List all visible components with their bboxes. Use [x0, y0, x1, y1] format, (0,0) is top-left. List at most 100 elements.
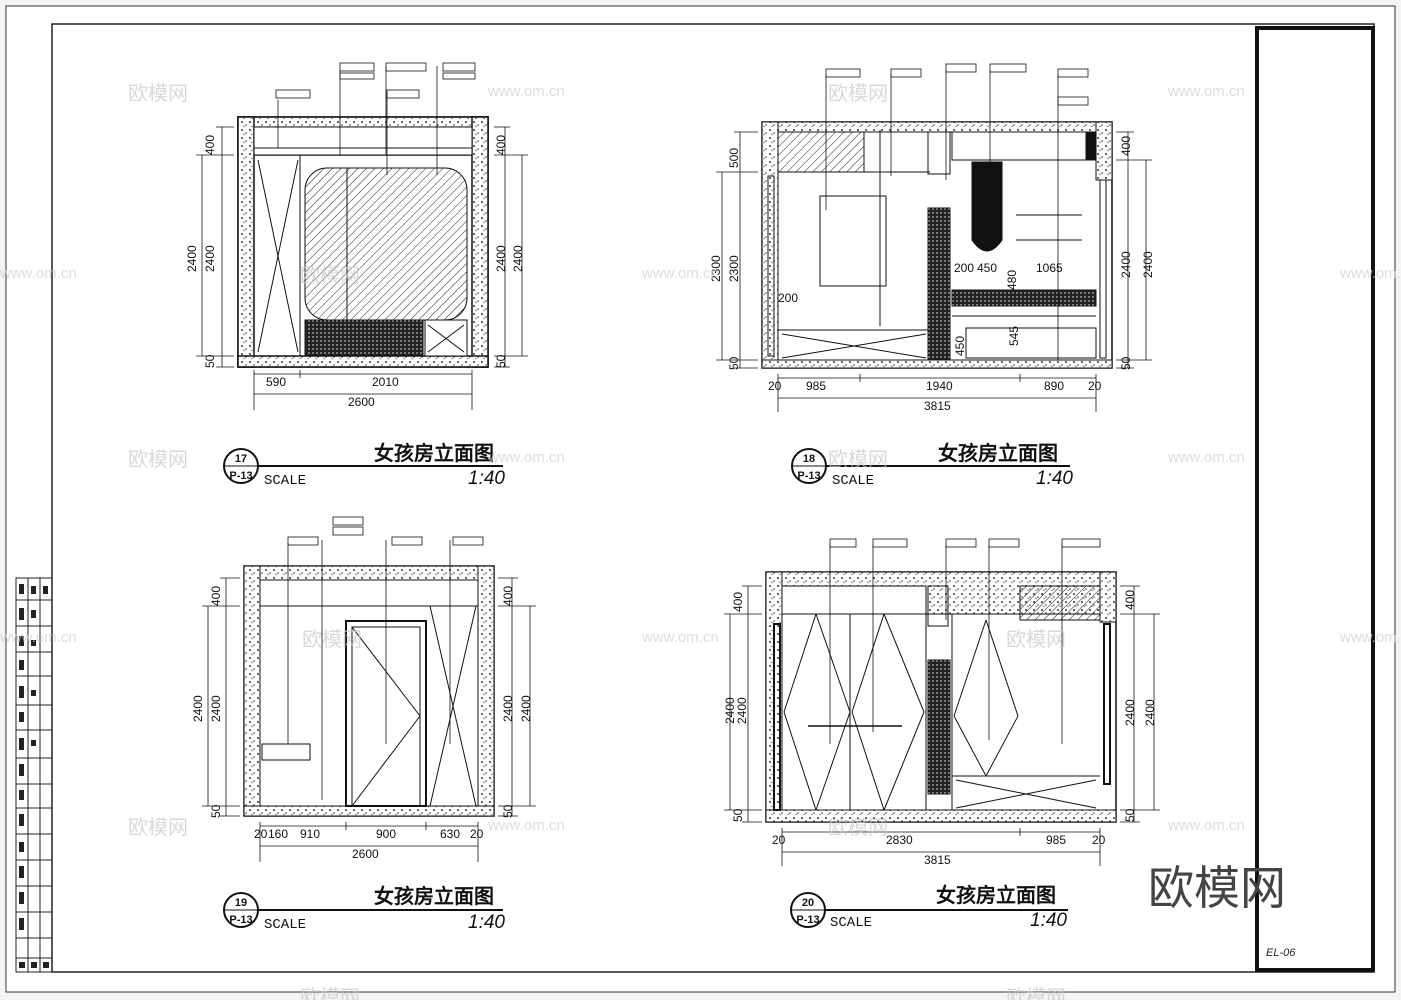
dim-18-top-right: 400 [1119, 136, 1133, 156]
dim-17-h1: 590 [266, 375, 286, 389]
dim-20-h0: 20 [772, 833, 786, 847]
watermark-site: www.om.cn [487, 817, 565, 834]
dim-19-mid-left: 2400 [191, 695, 205, 722]
watermark-brand: 欧模网 [828, 82, 888, 105]
dim-19-mid-right: 2400 [501, 695, 515, 722]
watermark-brand: 欧模网 [300, 986, 360, 1000]
watermark-brand: 欧模网 [128, 816, 188, 839]
watermark-site: www.om.cn [641, 629, 719, 646]
dim-20-mid-left: 2400 [723, 697, 737, 724]
dim-20-total: 3815 [924, 853, 951, 867]
watermark-brand: 欧模网 [1006, 986, 1066, 1000]
scale-ratio-20: 1:40 [1030, 910, 1067, 931]
view-number-20: 20 [802, 897, 814, 909]
elevation-17 [196, 62, 528, 410]
watermark-site: www.om.cn [0, 629, 77, 646]
dim-19-h1: 160 [268, 827, 288, 841]
watermark-site: www.om.cn [1167, 449, 1245, 466]
dim-18-h1: 985 [806, 379, 826, 393]
dim-18-h4: 20 [1088, 379, 1102, 393]
watermark-site: www.om.cn [1339, 265, 1401, 282]
dim-19-mid-left-2: 2400 [209, 695, 223, 722]
watermark-site: www.om.cn [1167, 817, 1245, 834]
dim-18-top-left: 500 [727, 148, 741, 168]
watermark-brand: 欧模网 [300, 264, 360, 287]
scale-ratio-19: 1:40 [468, 912, 505, 933]
dim-17-total: 2600 [348, 395, 375, 409]
view-title-17: 17 P-13 女孩房立面图 SCALE 1:40 [223, 441, 505, 489]
dim-20-mid-right: 2400 [1123, 699, 1137, 726]
watermark-site: www.om.cn [487, 83, 565, 100]
view-title-18: 18 P-13 女孩房立面图 SCALE 1:40 [791, 441, 1073, 489]
watermark-brand: 欧模网 [128, 82, 188, 105]
view-caption-17: 女孩房立面图 [374, 441, 494, 465]
dim-20-bottom-left: 50 [731, 808, 745, 822]
dim-20-top-right: 400 [1123, 590, 1137, 610]
dim-18-h2: 1940 [926, 379, 953, 393]
view-title-20: 20 P-13 女孩房立面图 SCALE 1:40 [790, 883, 1068, 931]
elevation-18 [716, 63, 1152, 412]
dim-20-mid-left-2: 2400 [735, 697, 749, 724]
dim-19-top-right: 400 [501, 586, 515, 606]
dim-18-i7: 450 [953, 336, 967, 356]
dim-18-bottom-left: 50 [727, 356, 741, 370]
scale-label-19: SCALE [264, 917, 306, 933]
dim-18-total: 3815 [924, 399, 951, 413]
dim-19-top-left: 400 [209, 586, 223, 606]
dim-18-h0: 20 [768, 379, 782, 393]
dim-20-mid-right-2: 2400 [1143, 699, 1157, 726]
watermark-layer: 欧模网 www.om.cn 欧模网 www.om.cn www.om.cn 欧模… [0, 82, 1401, 1000]
dim-18-mid-right: 2400 [1119, 251, 1133, 278]
dim-17-top-left: 400 [203, 135, 217, 155]
watermark-site: www.om.cn [641, 265, 719, 282]
dim-18-mid-right-2: 2400 [1141, 251, 1155, 278]
watermark-brand: 欧模网 [828, 816, 888, 839]
dim-17-mid-left: 2400 [185, 245, 199, 272]
watermark-brand: 欧模网 [128, 448, 188, 471]
title-block-frame [1255, 26, 1375, 972]
dim-18-i3: 1065 [1036, 261, 1063, 275]
dim-17-mid-right-2: 2400 [511, 245, 525, 272]
dim-18-bottom-right: 50 [1119, 356, 1133, 370]
elevation-20 [724, 538, 1160, 866]
dim-18-i5: 480 [1005, 270, 1019, 290]
dim-19-h2: 910 [300, 827, 320, 841]
view-number-19: 19 [235, 897, 247, 909]
dim-19-h4: 630 [440, 827, 460, 841]
view-sheet-20: P-13 [796, 914, 819, 926]
watermark-site: www.om.cn [487, 449, 565, 466]
dim-20-bottom-right: 50 [1123, 808, 1137, 822]
watermark-brand: 欧模网 [302, 628, 362, 651]
revision-strip [15, 577, 53, 973]
scale-label-17: SCALE [264, 473, 306, 489]
view-sheet-18: P-13 [797, 470, 820, 482]
watermark-site: www.om.cn [0, 265, 77, 282]
dim-17-mid-right: 2400 [494, 245, 508, 272]
dim-17-bottom-right: 50 [494, 354, 508, 368]
dim-20-h3: 20 [1092, 833, 1106, 847]
dim-20-top-left: 400 [731, 592, 745, 612]
view-caption-19: 女孩房立面图 [374, 884, 494, 908]
view-title-19: 19 P-13 女孩房立面图 SCALE 1:40 [223, 884, 505, 933]
scale-ratio-17: 1:40 [468, 468, 505, 489]
watermark-brand: 欧模网 [828, 448, 888, 471]
dim-19-bottom-left: 50 [209, 804, 223, 818]
dim-19-bottom-right: 50 [501, 804, 515, 818]
dim-17-mid-left-2: 2400 [203, 245, 217, 272]
view-caption-20: 女孩房立面图 [936, 883, 1056, 907]
dim-20-h2: 985 [1046, 833, 1066, 847]
dim-18-i1: 200 [954, 261, 974, 275]
dim-18-mid-left-2: 2300 [727, 255, 741, 282]
watermark-site: www.om.cn [1167, 83, 1245, 100]
view-sheet-19: P-13 [229, 914, 252, 926]
dim-18-i6: 545 [1007, 326, 1021, 346]
view-number-17: 17 [235, 453, 247, 465]
dim-19-h5: 20 [470, 827, 484, 841]
dim-18-i2: 450 [977, 261, 997, 275]
scale-label-20: SCALE [830, 915, 872, 931]
elevation-19 [202, 516, 536, 862]
dim-17-h2: 2010 [372, 375, 399, 389]
watermark-brand: 欧模网 [1006, 628, 1066, 651]
dim-18-i4: 200 [778, 291, 798, 305]
